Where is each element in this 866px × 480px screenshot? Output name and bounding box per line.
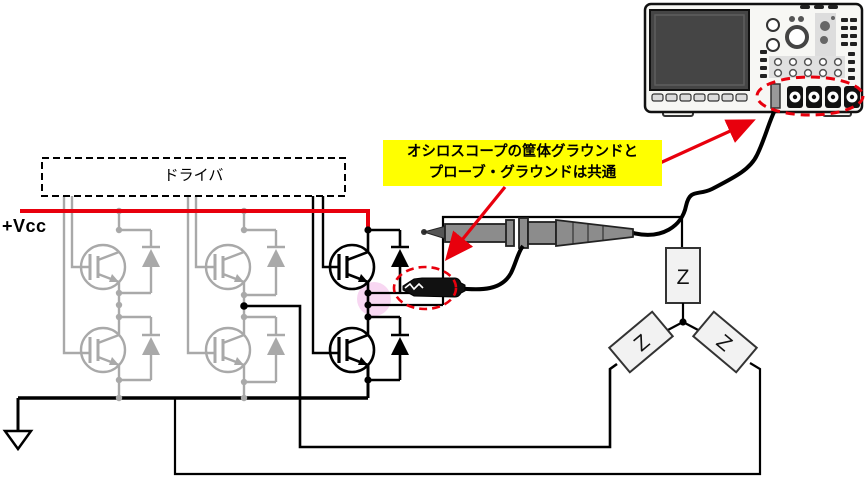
scope-knob [766, 38, 780, 52]
phase-wire-left-load [244, 304, 618, 449]
annotation-line1: オシロスコープの筐体グラウンドと [406, 144, 639, 160]
load-z-top-label: Z [677, 266, 690, 289]
igbt-symbol [204, 326, 252, 374]
freewheel-diode-wire [119, 228, 160, 295]
probe-ring [518, 217, 529, 249]
igbt-leg-active [240, 215, 684, 398]
probe-barrel [444, 223, 509, 243]
bnc-connectors [787, 86, 860, 108]
freewheel-diode [391, 337, 409, 355]
freewheel-diode-wire [244, 315, 285, 384]
star-point-wires [665, 303, 701, 332]
freewheel-diode [267, 337, 285, 355]
clip-teeth [404, 282, 424, 291]
probe-ring [505, 219, 515, 247]
annotation-box: オシロスコープの筐体グラウンドと プローブ・グラウンドは共通 [383, 140, 662, 186]
ground-lead-wire [456, 244, 525, 292]
gate-wire [186, 196, 215, 355]
scope-channel-knobs [773, 57, 843, 78]
freewheel-diode-wire [119, 315, 160, 382]
freewheel-diode-wire [368, 315, 409, 382]
scope-menu-buttons [651, 93, 748, 102]
igbt-leg-inactive-1 [62, 196, 160, 402]
scope-buttons-grid [760, 18, 857, 80]
freewheel-diode [142, 337, 160, 355]
igbt-symbol [328, 243, 376, 291]
igbt-leg-inactive-2 [186, 196, 285, 402]
probe-cable [632, 111, 776, 237]
freewheel-diode-wire [244, 228, 285, 297]
driver-label: ドライバ [163, 167, 224, 184]
ground-clip [402, 277, 466, 298]
scope-control-panel [760, 5, 860, 109]
load-z-left: Z [607, 310, 675, 374]
ground-symbol [2, 429, 34, 452]
probe-grip [527, 221, 557, 245]
scope-big-knob [785, 25, 809, 49]
igbt-leg-active-gates [311, 196, 339, 355]
gate-wire [70, 196, 90, 269]
gate-wire [62, 196, 90, 355]
dc-bus-and-return-wires [16, 304, 762, 476]
probe-strain-relief [555, 218, 634, 248]
vcc-label: +Vcc [2, 216, 47, 236]
clip-highlight-ellipse [392, 265, 458, 311]
annotation-line2: プローブ・グラウンドは共通 [428, 165, 617, 181]
annotation-arrow-to-scope [659, 119, 756, 165]
star-point [679, 318, 687, 326]
driver-box [41, 157, 346, 197]
vcc-rail [20, 209, 370, 229]
freewheel-diode [267, 249, 285, 267]
freewheel-diode [142, 249, 160, 267]
load-network: Z Z Z [607, 247, 759, 374]
igbt-symbol [204, 243, 252, 291]
oscilloscope [643, 2, 864, 117]
probe-tip [422, 225, 447, 240]
scope-screen [649, 9, 750, 91]
probe [421, 217, 634, 249]
load-z-right: Z [691, 310, 759, 374]
scope-knob [766, 18, 780, 32]
gate-wire [311, 196, 339, 355]
junction-dots [240, 226, 372, 384]
annotation-arrow-to-clip [444, 185, 507, 261]
scope-usb-port [770, 83, 781, 109]
igbt-symbol [79, 326, 127, 374]
gate-wire [321, 196, 339, 269]
bnc-highlight-ellipse [755, 75, 865, 117]
freewheel-diode-wire [368, 228, 409, 293]
gate-wire [194, 196, 215, 269]
igbt-symbol [328, 326, 376, 374]
return-wire-right [173, 362, 762, 476]
igbt-symbol [79, 243, 127, 291]
freewheel-diode [391, 249, 409, 267]
